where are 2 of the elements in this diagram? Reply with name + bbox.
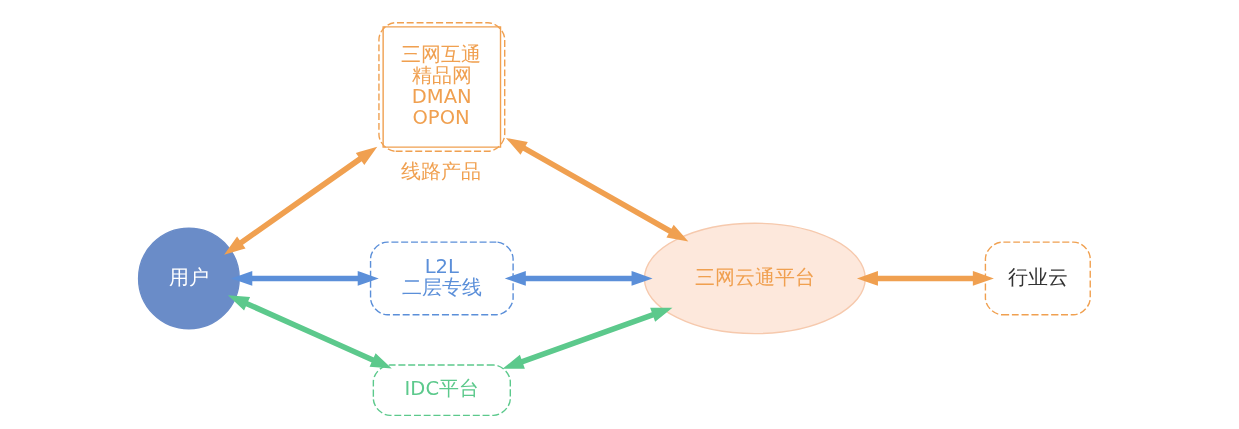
node-label: 线路产品 xyxy=(400,160,481,184)
node-text: 行业云 xyxy=(1007,265,1068,289)
